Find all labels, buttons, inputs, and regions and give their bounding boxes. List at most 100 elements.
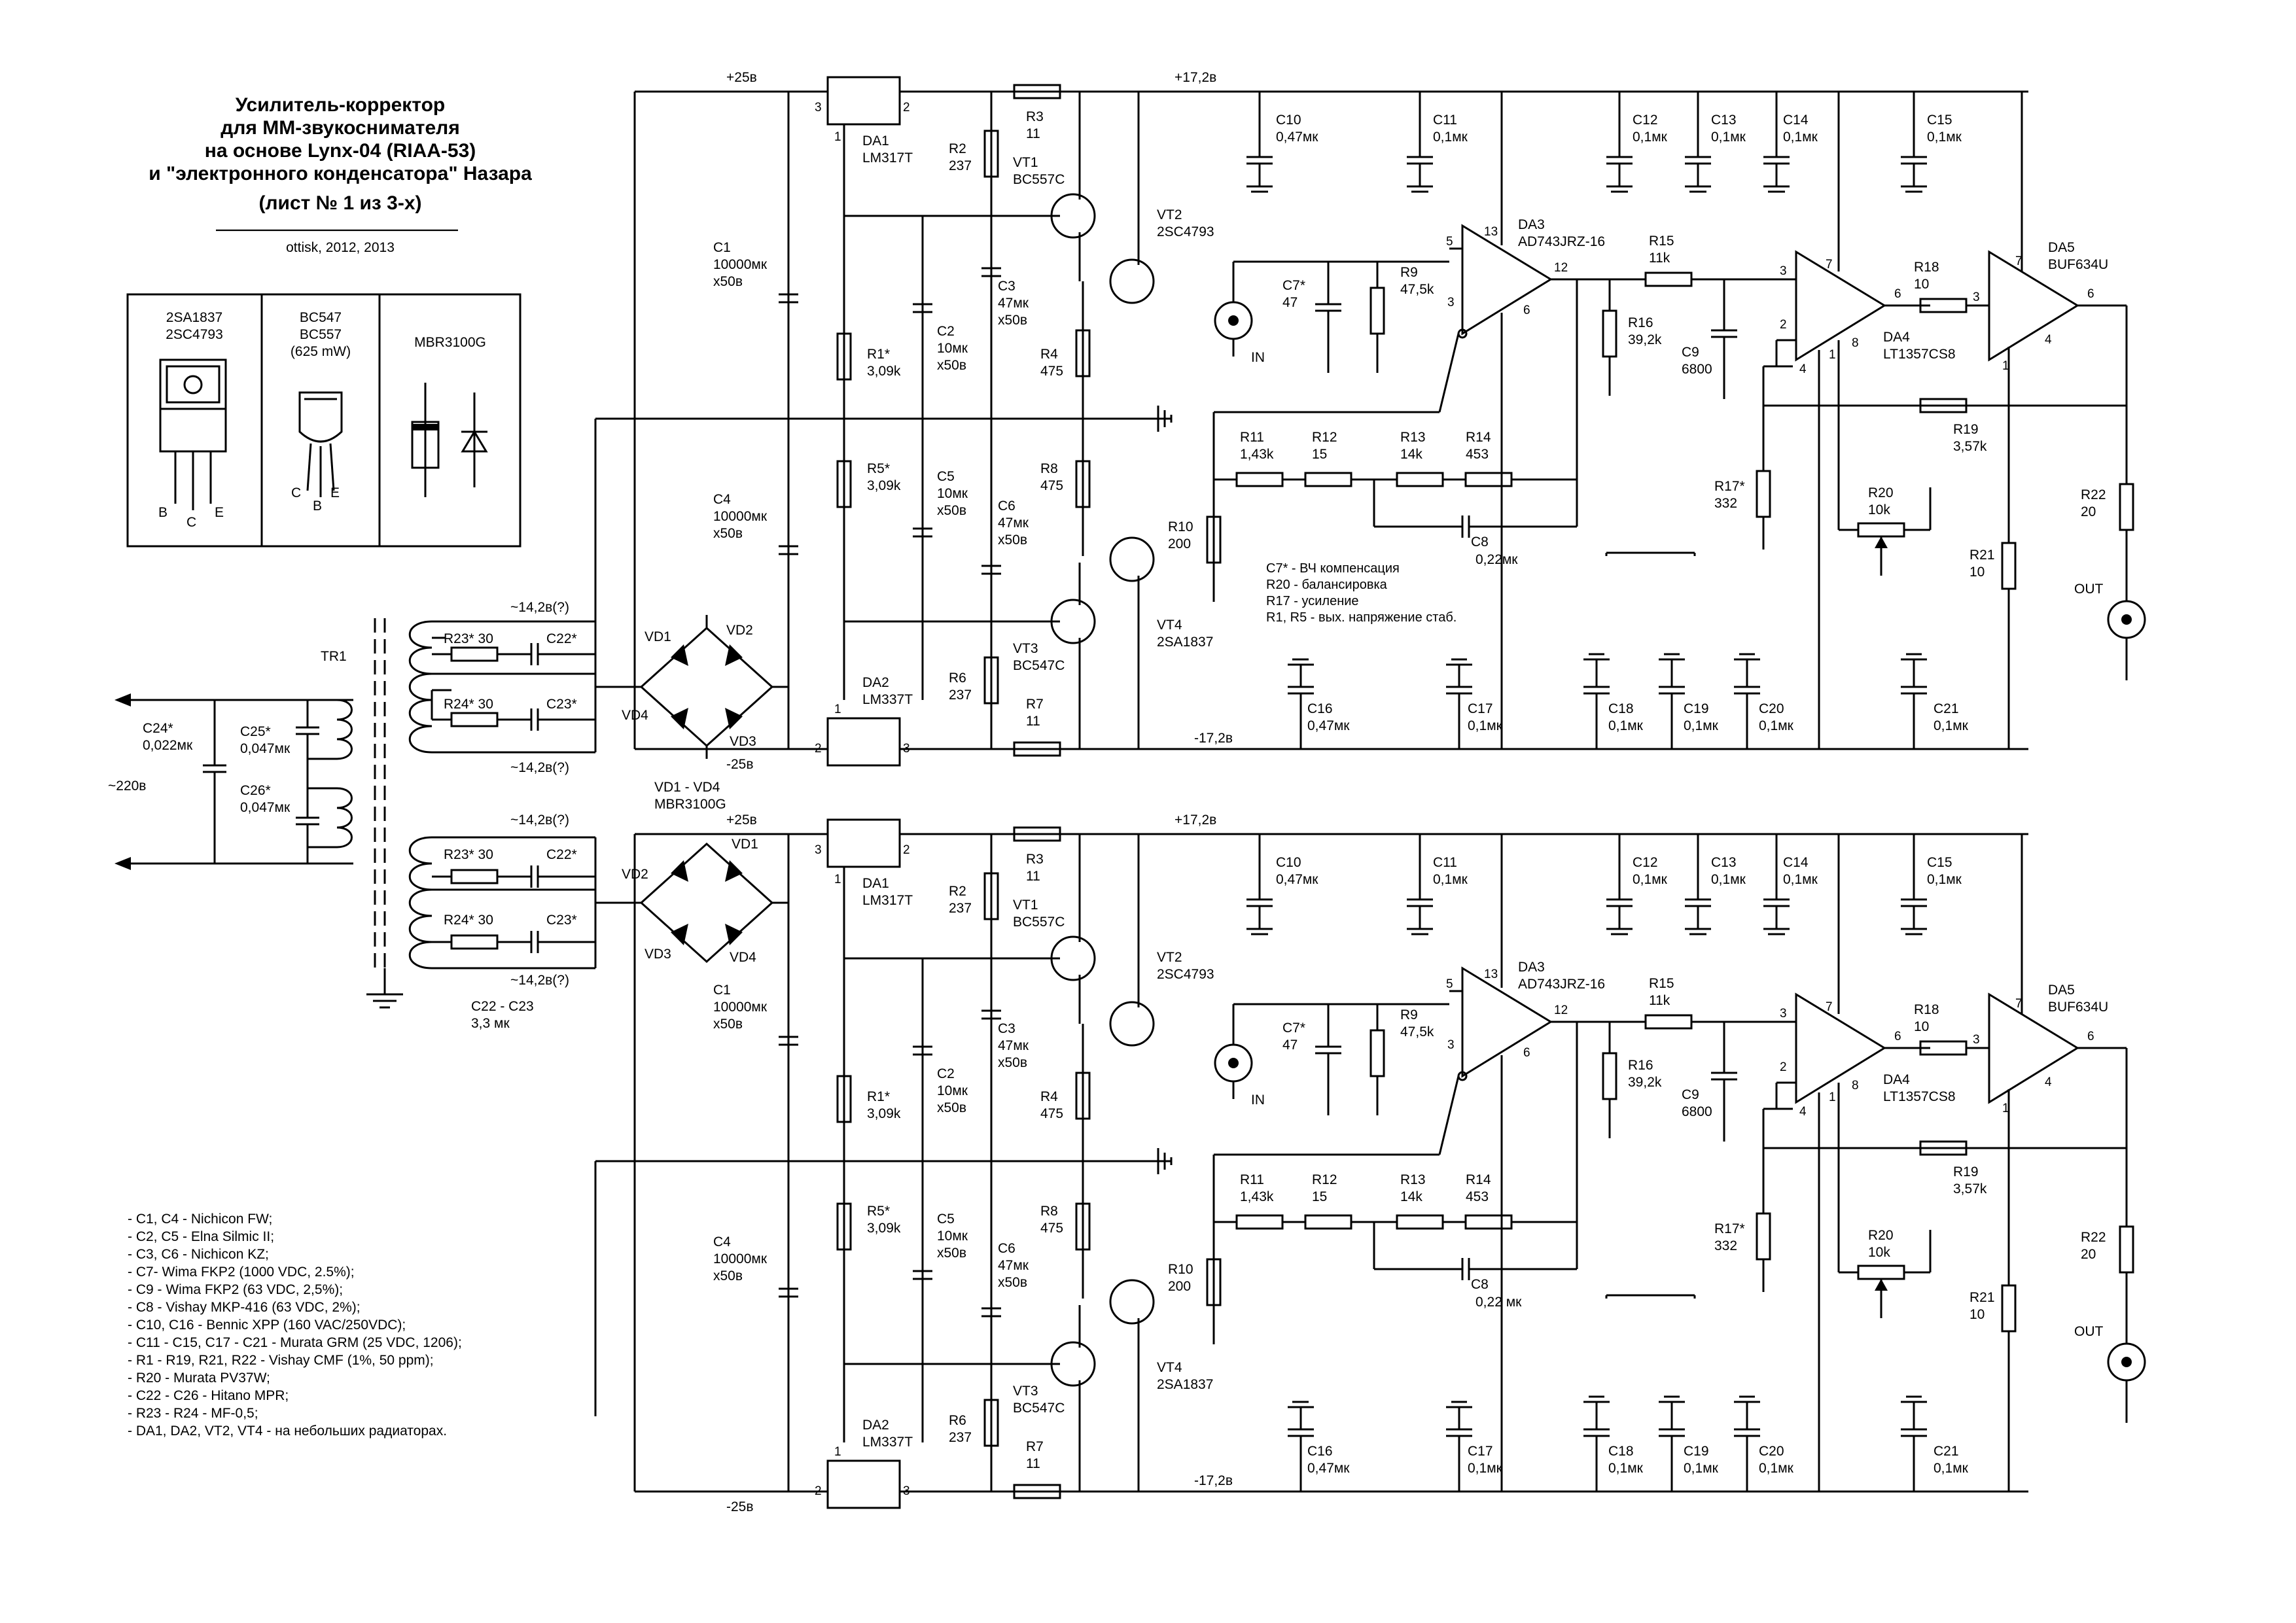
c13-label: C13 bbox=[1711, 113, 1737, 128]
c4-voltage: x50в bbox=[713, 1268, 743, 1283]
r17-value: 332 bbox=[1714, 1238, 1737, 1253]
to220-package-icon bbox=[159, 358, 227, 510]
c6-label: C6 bbox=[998, 1241, 1016, 1256]
pin-number: 1 bbox=[834, 873, 841, 886]
c20-value: 0,1мк bbox=[1759, 718, 1794, 733]
r13-label: R13 bbox=[1400, 1172, 1426, 1187]
c15-label: C15 bbox=[1927, 113, 1952, 128]
c9-value: 6800 bbox=[1682, 362, 1712, 377]
c2-voltage: x50в bbox=[937, 358, 966, 373]
title-block: Усилитель-корректор для ММ-звукоснимател… bbox=[149, 94, 532, 255]
r2-value: 237 bbox=[949, 158, 972, 173]
pin-number: 6 bbox=[2087, 287, 2094, 301]
vt2-type: 2SC4793 bbox=[1157, 224, 1214, 239]
c14-label: C14 bbox=[1783, 113, 1809, 128]
r20-value: 10k bbox=[1868, 1245, 1890, 1260]
c24-label: C24* bbox=[143, 721, 173, 736]
da3-label: DA3 bbox=[1518, 960, 1545, 975]
da1-type: LM317T bbox=[862, 893, 913, 908]
r7-value: 11 bbox=[1026, 1456, 1040, 1471]
r12-value: 15 bbox=[1312, 1189, 1327, 1204]
c20-label: C20 bbox=[1759, 701, 1784, 716]
diode-package-icon bbox=[411, 383, 488, 497]
da2-label: DA2 bbox=[862, 675, 889, 690]
c18-value: 0,1мк bbox=[1608, 1461, 1644, 1476]
vd3-label: VD3 bbox=[730, 734, 756, 749]
da4-type: LT1357CS8 bbox=[1883, 1089, 1956, 1104]
c23-label: C23* bbox=[546, 697, 577, 712]
c24-value: 0,022мк bbox=[143, 738, 193, 753]
c4-label: C4 bbox=[713, 1234, 731, 1249]
c2-voltage: x50в bbox=[937, 1100, 966, 1115]
parts-list-item: - C10, C16 - Bennic XPP (160 VAC/250VDC)… bbox=[128, 1318, 406, 1333]
pin-number: 1 bbox=[834, 703, 841, 716]
pin-number: 12 bbox=[1554, 261, 1568, 275]
c3-voltage: x50в bbox=[998, 313, 1027, 328]
pin-number: 13 bbox=[1484, 968, 1498, 981]
r11-value: 1,43k bbox=[1240, 447, 1274, 462]
pin-number: 6 bbox=[1894, 287, 1901, 301]
c23-label: C23* bbox=[546, 913, 577, 928]
c1-value: 10000мк bbox=[713, 1000, 768, 1015]
snubber-caps-value: 3,3 мк bbox=[471, 1016, 510, 1031]
c18-label: C18 bbox=[1608, 1444, 1634, 1459]
pin-number: 4 bbox=[1799, 1105, 1807, 1119]
pin-number: 1 bbox=[834, 1445, 841, 1459]
c8-label: C8 bbox=[1471, 1277, 1489, 1292]
da4-type: LT1357CS8 bbox=[1883, 347, 1956, 362]
r20-label: R20 bbox=[1868, 485, 1894, 500]
pin-c-2: C bbox=[291, 485, 301, 500]
r21-label: R21 bbox=[1969, 1290, 1995, 1305]
r4-label: R4 bbox=[1040, 1089, 1058, 1104]
c12-value: 0,1мк bbox=[1633, 130, 1668, 145]
r14-label: R14 bbox=[1466, 430, 1491, 445]
diodes-type-label: VD1 - VD4 bbox=[654, 780, 720, 795]
c12-value: 0,1мк bbox=[1633, 872, 1668, 887]
title-line-4: и "электронного конденсатора" Назара bbox=[149, 163, 532, 184]
pin-number: 2 bbox=[1780, 1060, 1787, 1074]
c17-label: C17 bbox=[1468, 1444, 1493, 1459]
vd2-label: VD2 bbox=[726, 623, 753, 638]
r21-value: 10 bbox=[1969, 565, 1985, 580]
vt4-type: 2SA1837 bbox=[1157, 1377, 1213, 1392]
da3-type: AD743JRZ-16 bbox=[1518, 977, 1605, 992]
c12-label: C12 bbox=[1633, 855, 1658, 870]
c7-value: 47 bbox=[1282, 1038, 1298, 1053]
title-line-5: (лист № 1 из 3-х) bbox=[258, 192, 421, 214]
neg-reg-label: -17,2в bbox=[1194, 731, 1233, 746]
c5-label: C5 bbox=[937, 1212, 955, 1227]
r5-label: R5* bbox=[867, 1204, 890, 1219]
c5-voltage: x50в bbox=[937, 1246, 966, 1261]
c8-value: 0,22мк bbox=[1475, 552, 1518, 567]
r11-label: R11 bbox=[1240, 430, 1264, 445]
r6-value: 237 bbox=[949, 688, 972, 703]
c22-label: C22* bbox=[546, 847, 577, 862]
r13-value: 14k bbox=[1400, 1189, 1422, 1204]
c12-label: C12 bbox=[1633, 113, 1658, 128]
bridge-upper: ~14,2в(?) ~14,2в(?) R23* 30 C22* R24* 30… bbox=[431, 600, 788, 812]
r1-label: R1* bbox=[867, 347, 890, 362]
da5-type: BUF634U bbox=[2048, 1000, 2108, 1015]
parts-list-item: - C1, C4 - Nichicon FW; bbox=[128, 1212, 272, 1227]
r11-label: R11 bbox=[1240, 1172, 1264, 1187]
r12-label: R12 bbox=[1312, 1172, 1337, 1187]
pin-number: 1 bbox=[1829, 1091, 1836, 1104]
pin-number: 6 bbox=[1894, 1030, 1901, 1043]
c16-value: 0,47мк bbox=[1307, 1461, 1350, 1476]
c4-value: 10000мк bbox=[713, 509, 768, 524]
ac-voltage-label: ~14,2в(?) bbox=[510, 600, 569, 615]
ac-voltage-label: ~14,2в(?) bbox=[510, 973, 569, 988]
pin-number: 5 bbox=[1446, 977, 1453, 991]
pin-number: 7 bbox=[1826, 1000, 1833, 1014]
pin-number: 8 bbox=[1852, 336, 1859, 350]
r15-label: R15 bbox=[1649, 234, 1674, 249]
r21-label: R21 bbox=[1969, 548, 1995, 563]
pin-number: 2 bbox=[815, 1484, 822, 1498]
r18-label: R18 bbox=[1914, 260, 1939, 275]
c4-voltage: x50в bbox=[713, 526, 743, 541]
pinout-part-2sc4793: 2SC4793 bbox=[166, 327, 223, 342]
r5-value: 3,09k bbox=[867, 1221, 901, 1236]
r15-value: 11k bbox=[1649, 993, 1670, 1008]
